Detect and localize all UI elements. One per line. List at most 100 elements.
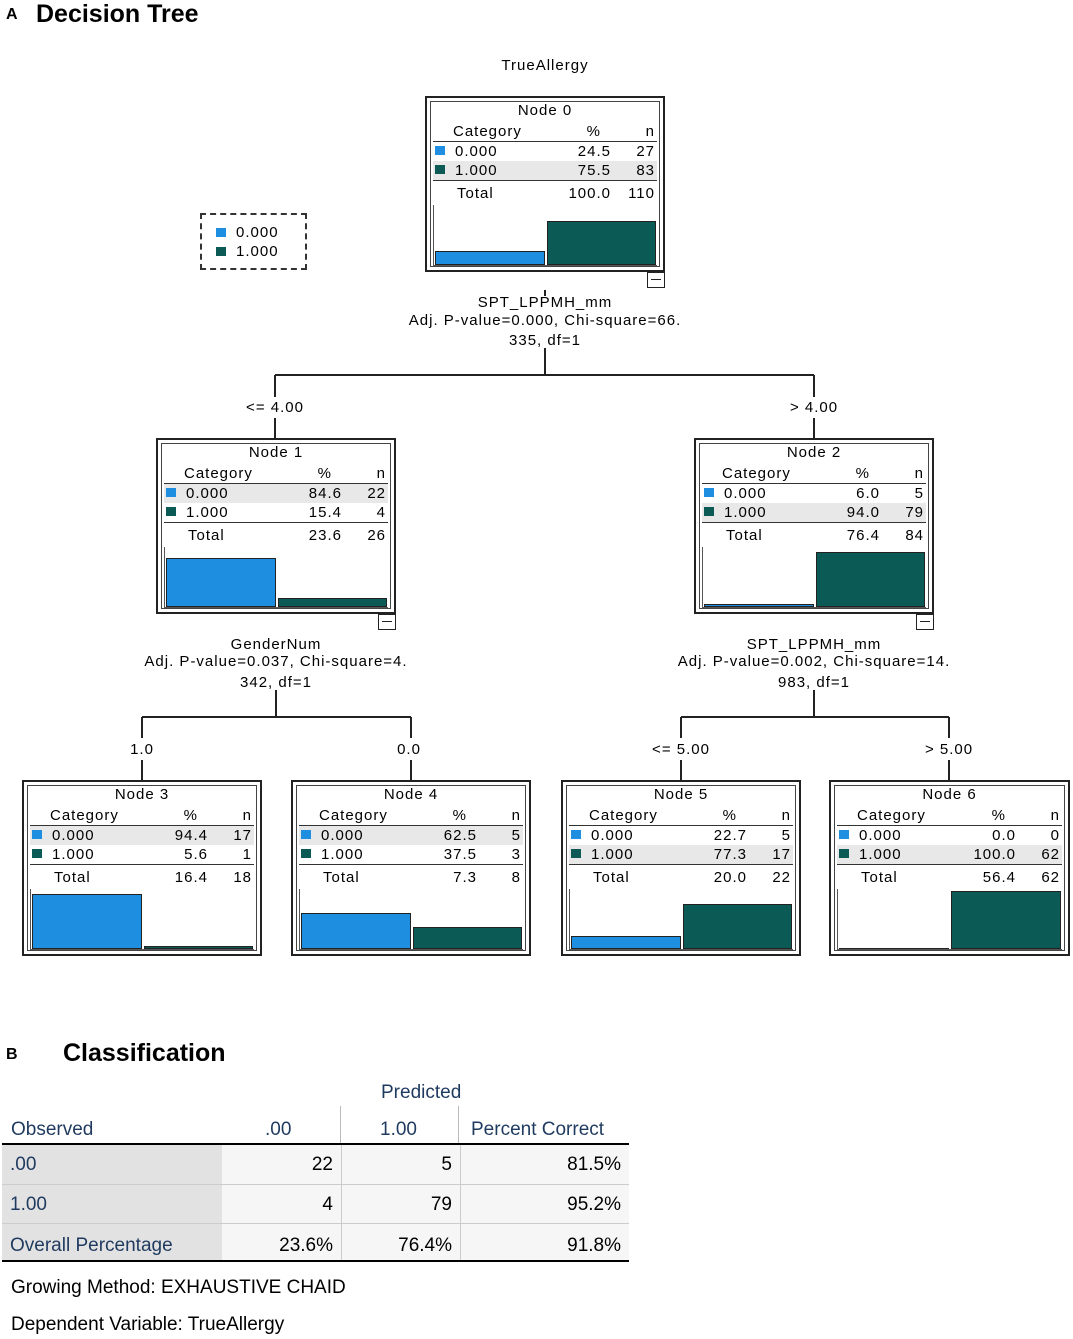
- category-percent: 22.7: [713, 827, 747, 844]
- category-swatch: [435, 165, 445, 174]
- category-percent: 0.0: [992, 827, 1016, 844]
- category-n: 62: [1041, 846, 1060, 863]
- node-table-header: Category%n: [30, 806, 254, 826]
- branch-label-node1: <= 4.00: [246, 399, 304, 416]
- header-rule: [2, 1143, 629, 1145]
- branch-label-node6: > 5.00: [924, 741, 974, 758]
- total-n: 18: [233, 869, 252, 886]
- table-row: .00 22 5 81.5%: [2, 1145, 629, 1184]
- split-0-variable: SPT_LPPMH_mm: [477, 294, 613, 311]
- category-n: 83: [636, 162, 655, 179]
- total-n: 62: [1041, 869, 1060, 886]
- category-n: 5: [781, 827, 791, 844]
- node-inner-border: [699, 443, 929, 609]
- collapse-node-button[interactable]: [378, 614, 396, 630]
- category-swatch: [704, 488, 714, 497]
- split-1-stats: Adj. P-value=0.037, Chi-square=4.: [144, 653, 408, 670]
- cell-percent: 81.5%: [460, 1145, 629, 1184]
- total-label: Total: [323, 869, 360, 886]
- category-label: 0.000: [321, 827, 364, 844]
- category-swatch: [571, 830, 581, 839]
- category-label: 1.000: [859, 846, 902, 863]
- header-n: n: [1050, 807, 1060, 824]
- node-bar-1: [546, 221, 656, 265]
- dependent-variable-label: TrueAllergy: [501, 57, 589, 74]
- node-bar-1: [951, 891, 1061, 949]
- category-swatch: [166, 507, 176, 516]
- row-observed-label: .00: [2, 1145, 222, 1184]
- cell-pred-0: 23.6%: [279, 1235, 333, 1256]
- total-percent: 100.0: [568, 185, 611, 202]
- category-swatch: [32, 849, 42, 858]
- branch-label-node4: 0.0: [397, 741, 421, 758]
- predicted-header: Predicted: [381, 1082, 462, 1103]
- category-label: 0.000: [455, 143, 498, 160]
- category-percent: 62.5: [443, 827, 477, 844]
- node-bar-chart: [299, 889, 523, 950]
- legend-label-1: 1.000: [236, 243, 279, 260]
- node-inner-border: [161, 443, 391, 609]
- header-percent: %: [722, 807, 737, 824]
- legend: 0.000 1.000: [200, 213, 307, 270]
- category-swatch: [435, 146, 445, 155]
- category-n: 79: [905, 504, 924, 521]
- collapse-node-button[interactable]: [647, 272, 665, 288]
- node-bar-0: [301, 912, 411, 949]
- category-label: 0.000: [186, 485, 229, 502]
- branch-label-node2: > 4.00: [789, 399, 839, 416]
- category-percent: 75.5: [577, 162, 611, 179]
- header-category: Category: [319, 807, 388, 824]
- col-header-pred-0: .00: [265, 1119, 292, 1140]
- category-label: 1.000: [52, 846, 95, 863]
- collapse-node-button[interactable]: [916, 614, 934, 630]
- col-header-pred-1: 1.00: [380, 1119, 417, 1140]
- category-swatch: [704, 507, 714, 516]
- split-1-df: 342, df=1: [240, 674, 312, 691]
- legend-swatch-0: [216, 228, 226, 237]
- total-label: Total: [188, 527, 225, 544]
- node-title: Node 4: [383, 786, 439, 803]
- node-table-header: Category%n: [299, 806, 523, 826]
- category-swatch: [839, 830, 849, 839]
- total-n: 8: [511, 869, 521, 886]
- col-header-observed: Observed: [11, 1119, 94, 1140]
- cell-pred-1: 76.4%: [341, 1224, 460, 1261]
- category-swatch: [32, 830, 42, 839]
- total-label: Total: [861, 869, 898, 886]
- node-bar-1: [815, 552, 925, 607]
- node-title: Node 3: [114, 786, 170, 803]
- header-category: Category: [50, 807, 119, 824]
- category-percent: 37.5: [443, 846, 477, 863]
- total-label: Total: [726, 527, 763, 544]
- header-category: Category: [184, 465, 253, 482]
- row-divider: [2, 1184, 629, 1185]
- header-n: n: [242, 807, 252, 824]
- category-label: 1.000: [724, 504, 767, 521]
- total-percent: 20.0: [713, 869, 747, 886]
- branch-label-node5: <= 5.00: [652, 741, 710, 758]
- category-label: 1.000: [455, 162, 498, 179]
- node-bar-chart: [164, 547, 388, 608]
- node-title: Node 0: [517, 102, 573, 119]
- category-swatch: [166, 488, 176, 497]
- node-inner-border: [566, 785, 796, 951]
- category-swatch: [571, 849, 581, 858]
- total-n: 22: [772, 869, 791, 886]
- header-category: Category: [722, 465, 791, 482]
- node-bar-chart: [433, 205, 657, 266]
